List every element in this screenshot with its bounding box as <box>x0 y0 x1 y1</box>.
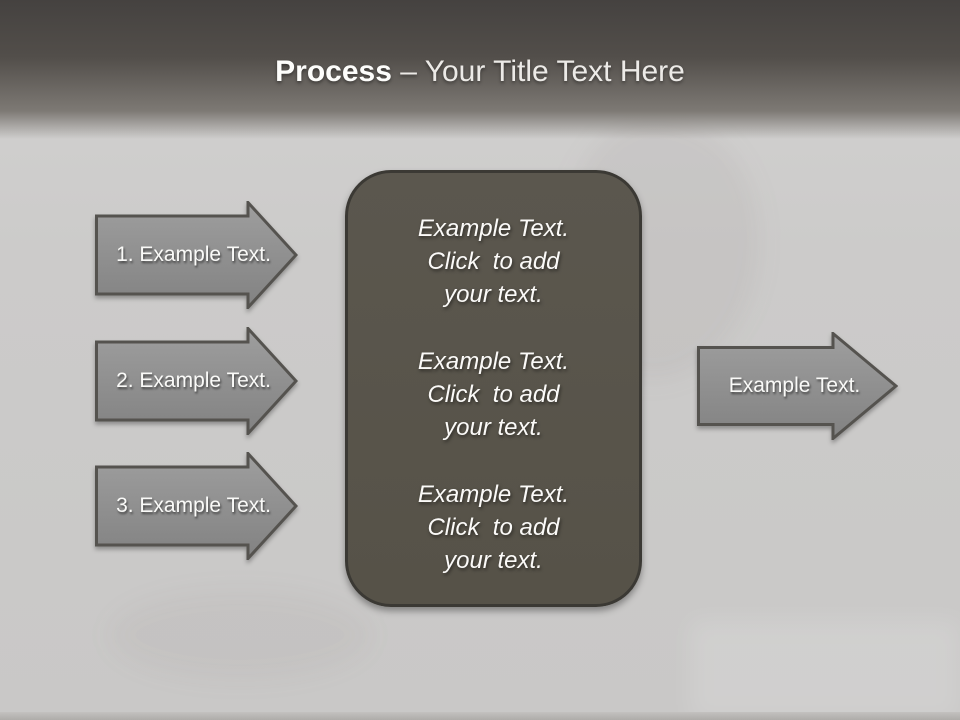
bottom-accent-bar <box>0 712 960 720</box>
right-arrow-shape <box>697 332 898 440</box>
right-arrow-shape <box>95 327 298 435</box>
paragraph-line: Click to add <box>427 381 560 408</box>
process-arrow-1[interactable]: 1. Example Text. <box>95 201 298 309</box>
title-bar: Process – Your Title Text Here <box>0 0 960 142</box>
right-arrow-label: Example Text. <box>728 374 861 397</box>
paragraph-line: Click to add <box>427 514 560 541</box>
paragraph-line: Example Text. <box>417 215 570 242</box>
background-watermark <box>110 590 370 680</box>
background-watermark <box>690 620 960 720</box>
arrow-2-label: 2. Example Text. <box>116 369 271 392</box>
paragraph-line: your text. <box>444 281 543 308</box>
center-paragraph-2[interactable]: Example Text. Click to add your text. <box>418 345 569 444</box>
arrow-1-label: 1. Example Text. <box>116 243 271 266</box>
process-arrow-3[interactable]: 3. Example Text. <box>95 452 298 560</box>
right-arrow-shape <box>95 452 298 560</box>
right-arrow-shape <box>95 201 298 309</box>
paragraph-line: Example Text. <box>417 348 570 375</box>
arrow-3-label: 3. Example Text. <box>116 494 271 517</box>
paragraph-line: Click to add <box>427 248 560 275</box>
slide-title[interactable]: Process – Your Title Text Here <box>275 54 685 90</box>
paragraph-line: Example Text. <box>417 481 570 508</box>
center-paragraph-3[interactable]: Example Text. Click to add your text. <box>418 478 569 577</box>
center-text-box[interactable]: Example Text. Click to add your text. Ex… <box>345 170 642 607</box>
center-paragraph-1[interactable]: Example Text. Click to add your text. <box>418 212 569 311</box>
title-rest: – Your Title Text Here <box>391 55 685 88</box>
right-process-arrow[interactable]: Example Text. <box>697 332 898 440</box>
process-arrow-2[interactable]: 2. Example Text. <box>95 327 298 435</box>
paragraph-line: your text. <box>444 547 543 574</box>
paragraph-line: your text. <box>444 414 543 441</box>
title-emphasis: Process <box>275 55 392 88</box>
